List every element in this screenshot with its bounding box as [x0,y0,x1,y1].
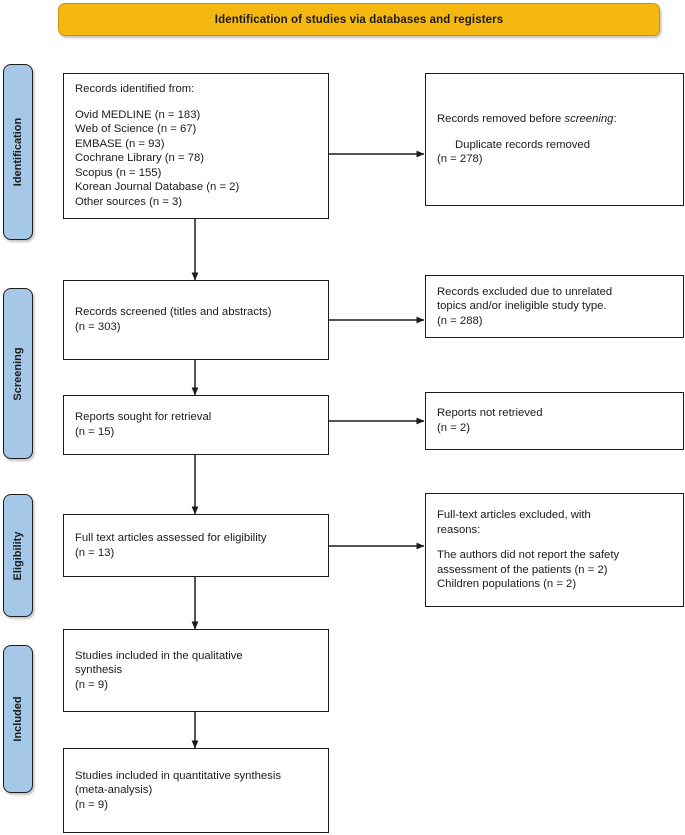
qualitative-included-count: (n = 9) [75,678,108,691]
box-fulltext-assessed: Full text articles assessed for eligibil… [63,514,329,577]
spacer [437,537,672,548]
reports-not-retrieved-label: Reports not retrieved [437,407,543,420]
qualitative-included-line1: Studies included in the qualitative [75,649,243,662]
records-excluded-count: (n = 288) [437,314,483,327]
records-excluded-line2: topics and/or ineligible study type. [437,300,607,313]
box-reports-sought: Reports sought for retrieval (n = 15) [63,395,329,455]
quantitative-included-line2: (meta-analysis) [75,784,153,797]
fulltext-excluded-reason-1a: The authors did not report the safety [437,549,620,562]
spacer [75,97,317,108]
records-identified-heading: Records identified from: [75,83,195,95]
fulltext-assessed-count: (n = 13) [75,546,115,559]
records-excluded-line1: Records excluded due to unrelated [437,285,613,298]
box-records-excluded: Records excluded due to unrelated topics… [425,275,684,338]
stage-pill-included: Included [3,645,33,793]
duplicate-records-removed-count: (n = 278) [437,153,483,166]
fulltext-assessed-label: Full text articles assessed for eligibil… [75,531,267,544]
source-scopus: Scopus (n = 155) [75,166,162,179]
source-web-of-science: Web of Science (n = 67) [75,123,197,136]
source-ovid-medline: Ovid MEDLINE (n = 183) [75,108,201,121]
fulltext-excluded-reason-1b: assessment of the patients (n = 2) [437,563,608,576]
records-screened-count: (n = 303) [75,321,121,333]
box-quantitative-included: Studies included in quantitative synthes… [63,748,329,833]
source-korean-journal-database: Korean Journal Database (n = 2) [75,181,240,194]
reports-sought-count: (n = 15) [75,426,115,438]
records-screened-label: Records screened (titles and abstracts) [75,306,272,319]
source-embase: EMBASE (n = 93) [75,137,165,150]
fulltext-excluded-heading-line2: reasons: [437,523,481,536]
stage-pill-eligibility: Eligibility [3,494,33,617]
spacer [437,127,672,138]
qualitative-included-line2: synthesis [75,664,123,677]
quantitative-included-line1: Studies included in quantitative synthes… [75,769,281,782]
stage-pill-screening: Screening [3,288,33,459]
quantitative-included-count: (n = 9) [75,798,108,811]
stage-pill-identification: Identification [3,64,33,240]
diagram-title: Identification of studies via databases … [214,13,504,26]
box-reports-not-retrieved: Reports not retrieved (n = 2) [425,392,684,450]
duplicate-records-removed-label: Duplicate records removed [455,138,590,151]
box-fulltext-excluded: Full-text articles excluded, with reason… [425,493,684,607]
diagram-header-banner: Identification of studies via databases … [58,3,660,36]
reports-sought-label: Reports sought for retrieval [75,411,212,424]
reports-not-retrieved-count: (n = 2) [437,422,470,434]
box-records-removed: Records removed before screening: Duplic… [425,73,684,206]
fulltext-excluded-reason-2: Children populations (n = 2) [437,578,577,591]
source-cochrane-library: Cochrane Library (n = 78) [75,152,205,165]
records-removed-heading: Records removed before screening: [437,113,617,126]
records-removed-heading-italic: screening [564,113,614,126]
box-qualitative-included: Studies included in the qualitative synt… [63,629,329,712]
fulltext-excluded-heading-line1: Full-text articles excluded, with [437,509,591,522]
box-records-identified: Records identified from: Ovid MEDLINE (n… [63,73,329,219]
source-other-sources: Other sources (n = 3) [75,195,183,208]
box-records-screened: Records screened (titles and abstracts) … [63,280,329,360]
